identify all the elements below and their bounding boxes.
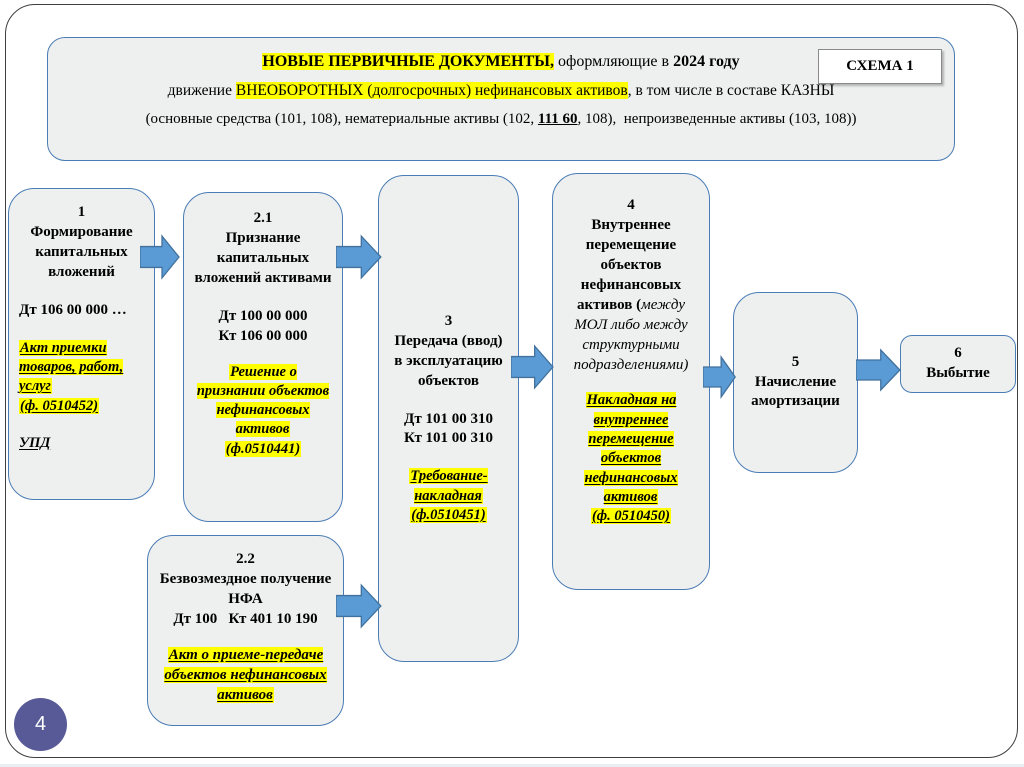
arrow-4-to-5 (703, 355, 736, 399)
box-number: 5 (791, 353, 800, 370)
box-title: Начисление амортизации (751, 373, 840, 410)
accounting-entry: Дт 100 Кт 401 10 190 (173, 610, 318, 627)
doc-form-number: (ф. 0510450) (590, 508, 672, 525)
arrow-right-icon (856, 348, 901, 392)
header-box: НОВЫЕ ПЕРВИЧНЫЕ ДОКУМЕНТЫ, оформляющие в… (47, 37, 955, 161)
box-title-note: между МОЛ либо между структурными подраз… (573, 296, 689, 373)
header-line3-post: , 108), непроизведенные активы (103, 108… (577, 111, 857, 127)
box-title: Безвозмездное получение НФА (159, 570, 332, 607)
accounting-entry-credit: Кт 101 00 310 (403, 430, 494, 447)
box-title: Внутреннее перемещение объектов нефинанс… (564, 216, 698, 376)
document-reference: Акт приемки товаров, работ, услуг (ф. 051… (19, 339, 144, 416)
header-line3-underlined: 111 60 (537, 111, 578, 127)
box-title: Передача (ввод) в эксплуатацию объектов (394, 332, 503, 389)
document-reference: Накладная на внутреннее перемещение объе… (564, 391, 698, 526)
box-3-commissioning: 3 Передача (ввод) в эксплуатацию объекто… (378, 175, 519, 662)
doc-name: Требование-накладная (409, 468, 488, 504)
header-line-1: НОВЫЕ ПЕРВИЧНЫЕ ДОКУМЕНТЫ, оформляющие в… (48, 53, 954, 71)
header-line-2: движение ВНЕОБОРОТНЫХ (долгосрочных) неф… (48, 82, 954, 100)
box-title: Формирование капитальных вложений (30, 223, 133, 280)
document-reference: Требование-накладная (ф.0510451) (389, 467, 508, 525)
box-title: Выбытие (926, 365, 990, 381)
doc-form-number: (ф.0510441) (224, 440, 302, 457)
arrow-2-1-to-3 (336, 234, 382, 280)
document-reference-upd: УПД (19, 434, 144, 453)
arrow-5-to-6 (856, 348, 901, 392)
box-title-main: Внутреннее перемещение объектов нефинанс… (577, 216, 682, 313)
accounting-entry-credit: Кт 106 00 000 (218, 327, 308, 344)
box-number: 1 (77, 204, 86, 220)
accounting-entry: Дт 106 00 000 … (19, 301, 127, 318)
box-6-disposal: 6 Выбытие (900, 335, 1016, 393)
box-2-1-recognition: 2.1 Признание капитальных вложений актив… (183, 192, 343, 522)
box-title: Признание капитальных вложений активами (194, 229, 332, 286)
doc-form-number: (ф. 0510452) (19, 397, 100, 414)
header-line1-highlight: НОВЫЕ ПЕРВИЧНЫЕ ДОКУМЕНТЫ, (262, 53, 554, 70)
page-number: 4 (34, 713, 47, 735)
header-line3-pre: (основные средства (101, 108), нематериа… (145, 111, 538, 127)
doc-name: Накладная на внутреннее перемещение объе… (584, 392, 678, 505)
slide-bottom-edge (0, 764, 1024, 767)
header-line1-year: 2024 году (673, 53, 740, 70)
arrow-right-icon (511, 344, 554, 390)
header-line-3: (основные средства (101, 108), нематериа… (48, 111, 954, 128)
arrow-right-icon (336, 234, 382, 280)
page-number-badge: 4 (14, 698, 67, 751)
header-line2-pre: движение (167, 82, 236, 99)
document-reference: Акт о приеме-передаче объектов нефинансо… (158, 646, 333, 706)
arrow-3-to-4 (511, 344, 554, 390)
box-number: 6 (954, 345, 962, 362)
box-5-depreciation: 5 Начисление амортизации (733, 292, 858, 473)
accounting-entry-debit: Дт 100 00 000 (218, 307, 308, 324)
box-4-internal-movement: 4 Внутреннее перемещение объектов нефина… (552, 173, 710, 590)
header-line1-mid: оформляющие в (554, 53, 674, 70)
document-reference: Решение о признании объектов нефинансовы… (194, 363, 332, 459)
accounting-entry-debit: Дт 101 00 310 (404, 410, 493, 427)
header-line2-post: , в том числе в составе КАЗНЫ (627, 82, 835, 99)
arrow-right-icon (140, 234, 180, 280)
arrow-right-icon (703, 355, 736, 399)
schema-label-box: СХЕМА 1 (818, 49, 942, 84)
schema-label: СХЕМА 1 (846, 58, 914, 74)
doc-name: Акт приемки товаров, работ, услуг (19, 339, 124, 395)
box-number: 2.2 (236, 551, 255, 567)
slide-border (5, 4, 1018, 758)
arrow-1-to-2-1 (140, 234, 180, 280)
arrow-2-2-to-3 (336, 583, 382, 629)
box-number: 4 (627, 197, 635, 213)
box-number: 3 (444, 312, 453, 329)
doc-name: УПД (19, 434, 51, 451)
doc-form-number: (ф.0510451) (410, 506, 487, 523)
box-number: 2.1 (253, 210, 273, 226)
arrow-right-icon (336, 583, 382, 629)
doc-name: Акт о приеме-передаче объектов нефинансо… (164, 646, 327, 703)
box-1-capital-investments: 1 Формирование капитальных вложений Дт 1… (8, 188, 155, 500)
header-line2-highlight: ВНЕОБОРОТНЫХ (долгосрочных) нефинансовых… (235, 82, 628, 99)
doc-name: Решение о признании объектов нефинансовы… (196, 363, 330, 438)
box-2-2-gratuitous-receipt: 2.2 Безвозмездное получение НФА Дт 100 К… (147, 535, 344, 726)
